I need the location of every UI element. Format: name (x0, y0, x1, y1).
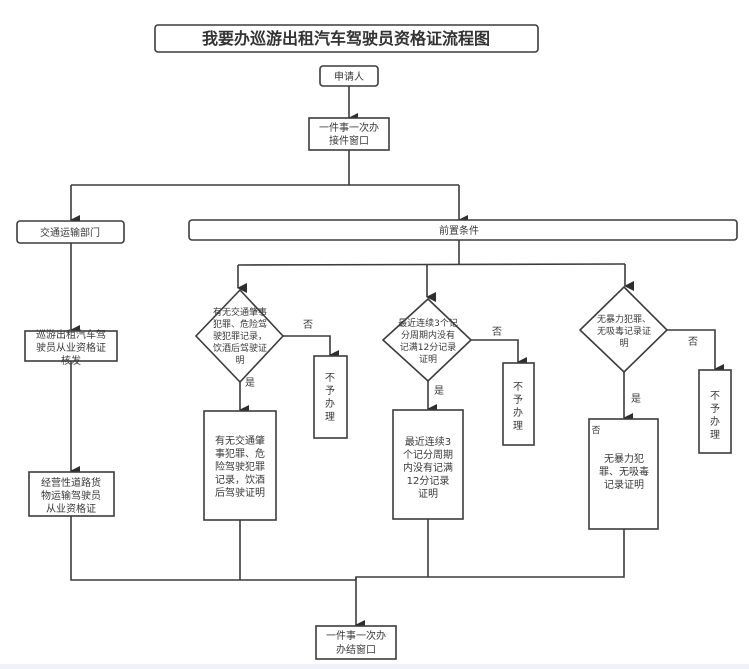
proof-1-line-1: 有无交通肇 (215, 434, 265, 447)
proof-2-line-5: 证明 (418, 488, 438, 500)
proof-2-line-3: 内没有记满 (403, 461, 453, 474)
title-text: 我要办巡游出租汽车驾驶员资格证流程图 (202, 29, 490, 48)
reject-2-char-1: 不 (513, 382, 523, 393)
node-freight-cert-line-3: 从业资格证 (46, 502, 96, 515)
node-transport-dept-label: 交通运输部门 (40, 226, 100, 239)
reject-2-char-3: 办 (513, 406, 523, 419)
edge-decision-2-no (471, 339, 527, 367)
reject-3-char-2: 予 (710, 403, 720, 415)
decision-2-no-label: 否 (492, 326, 502, 338)
node-completion-window-line-1: 一件事一次办 (326, 629, 386, 642)
proof-1-line-4: 记录，饮酒 (215, 473, 265, 486)
node-taxi-cert-issue: 巡游出租汽车驾 驶员从业资格证 核发 (24, 328, 118, 367)
decision-1-line-2: 犯罪、危险驾 (213, 318, 267, 330)
proof-1-line-3: 险驾驶犯罪 (215, 460, 265, 473)
title-box: 我要办巡游出租汽车驾驶员资格证流程图 (154, 24, 539, 53)
proof-3-line-2: 罪、无吸毒 (599, 465, 649, 478)
decision-1-yes-label: 是 (245, 377, 255, 389)
proof-box-1: 有无交通肇 事犯罪、危 险驾驶犯罪 记录，饮酒 后驾驶证明 (203, 410, 277, 521)
reject-box-1: 不 予 办 理 (313, 355, 348, 439)
proof-box-3: 否 无暴力犯 罪、无吸毒 记录证明 (588, 418, 659, 530)
proof-2-line-1: 最近连续3 (405, 435, 451, 448)
proof-2-line-4: 12分记录 (407, 475, 450, 487)
decision-1-line-1: 有无交通肇事 (213, 306, 267, 318)
reject-box-2: 不 予 办 理 (502, 362, 535, 446)
node-taxi-cert-issue-line-3: 核发 (61, 354, 81, 367)
node-preconditions: 前置条件 (188, 219, 738, 241)
decision-3-no-label: 否 (688, 336, 698, 348)
proof-1-line-5: 后驾驶证明 (215, 486, 265, 499)
decision-1: 有无交通肇事 犯罪、危险驾 驶犯罪记录， 饮酒后驾驶证 明 (194, 288, 285, 384)
decision-3-line-3: 明 (619, 338, 628, 349)
reject-1-char-2: 予 (325, 385, 335, 397)
edge-decision-1-no (283, 335, 339, 360)
node-intake-window-line-2: 接件窗口 (329, 134, 369, 147)
proof-3-line-3: 记录证明 (604, 479, 644, 491)
edge-intake-split (71, 150, 459, 186)
proof-3-corner-label: 否 (591, 425, 600, 436)
decision-2-line-1: 最近连续3个记 (398, 317, 458, 329)
node-freight-cert: 经营性道路货 物运输驾驶员 从业资格证 (28, 471, 115, 517)
reject-box-3: 不 予 办 理 (698, 369, 732, 454)
node-completion-window: 一件事一次办 办结窗口 (315, 625, 397, 660)
decision-3-line-1: 无暴力犯罪、 (597, 313, 651, 325)
edge-merge (70, 516, 625, 581)
decision-2-yes-label: 是 (434, 385, 444, 397)
reject-3-char-3: 办 (710, 415, 720, 428)
node-taxi-cert-issue-line-1: 巡游出租汽车驾 (36, 328, 106, 341)
node-preconditions-label: 前置条件 (439, 224, 479, 237)
decision-2-line-3: 记满12分记录 (400, 342, 456, 353)
reject-3-char-4: 理 (710, 429, 720, 441)
node-intake-window-line-1: 一件事一次办 (319, 121, 379, 134)
decision-2: 最近连续3个记 分周期内没有 记满12分记录 证明 (381, 297, 473, 383)
reject-1-char-4: 理 (325, 411, 335, 423)
edge-preconditions-split (237, 240, 626, 266)
edge-decision-3-no (667, 329, 724, 374)
decision-1-line-3: 驶犯罪记录， (213, 330, 267, 342)
node-taxi-cert-issue-line-2: 驶员从业资格证 (36, 341, 106, 354)
reject-1-char-1: 不 (325, 373, 335, 384)
proof-2-line-2: 个记分周期 (403, 449, 453, 461)
reject-1-char-3: 办 (325, 397, 335, 410)
footer-strip (0, 664, 749, 669)
node-completion-window-line-2: 办结窗口 (336, 643, 376, 656)
decision-1-line-5: 明 (235, 355, 244, 366)
decision-3-yes-label: 是 (631, 393, 641, 405)
decision-1-no-label: 否 (303, 319, 313, 331)
reject-3-char-1: 不 (710, 391, 720, 402)
node-intake-window: 一件事一次办 接件窗口 (308, 117, 390, 151)
decision-3: 无暴力犯罪、 无吸毒记录证 明 (578, 285, 669, 374)
proof-box-2: 最近连续3 个记分周期 内没有记满 12分记录 证明 (392, 409, 464, 520)
node-applicant-label: 申请人 (334, 70, 364, 83)
decision-1-line-4: 饮酒后驾驶证 (213, 342, 267, 354)
decision-2-line-4: 证明 (419, 354, 437, 365)
reject-2-char-4: 理 (513, 420, 523, 432)
reject-2-char-2: 予 (513, 394, 523, 406)
proof-1-line-2: 事犯罪、危 (215, 447, 265, 460)
node-transport-dept: 交通运输部门 (16, 220, 125, 244)
proof-3-line-1: 无暴力犯 (604, 452, 644, 465)
decision-3-line-2: 无吸毒记录证 (597, 325, 651, 337)
decision-2-line-2: 分周期内没有 (401, 329, 455, 341)
node-freight-cert-line-1: 经营性道路货 (41, 476, 101, 489)
node-freight-cert-line-2: 物运输驾驶员 (41, 489, 101, 502)
node-applicant: 申请人 (319, 65, 379, 87)
